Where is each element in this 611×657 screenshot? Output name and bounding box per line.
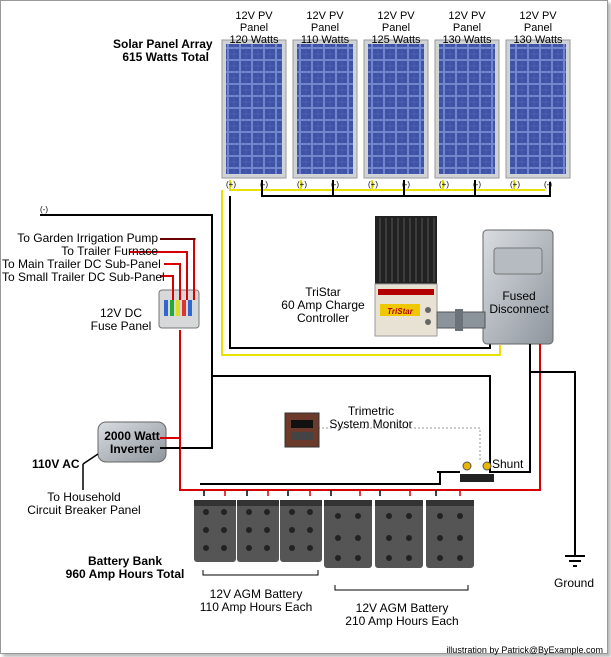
shunt-label: Shunt (492, 457, 524, 471)
battery-210ah (324, 500, 372, 568)
battery-group-brackets (202, 570, 469, 591)
circuit-label: To Small Trailer DC Sub-Panel (2, 270, 165, 284)
circuit-label: To Garden Irrigation Pump (17, 231, 158, 245)
battery-210ah (375, 500, 423, 568)
battery-110ah (194, 500, 236, 562)
terminal-pos: (+) (226, 180, 236, 189)
negative-marker: (-) (40, 205, 48, 214)
circuit-label: To Trailer Furnace (61, 244, 158, 258)
fused-disconnect (436, 229, 554, 345)
ground-label: Ground (554, 576, 595, 590)
battery-110ah (237, 500, 279, 562)
solar-panel (505, 39, 571, 179)
inverter (82, 421, 180, 490)
terminal-neg: (-) (544, 180, 552, 189)
ground-symbol (565, 555, 585, 567)
terminal-neg: (-) (331, 180, 339, 189)
terminal-pos: (+) (368, 180, 378, 189)
terminal-neg: (-) (260, 180, 268, 189)
terminal-pos: (+) (439, 180, 449, 189)
ac-output-label: 110V AC (32, 457, 80, 471)
shunt (460, 461, 494, 482)
charge-controller: TriStar (374, 216, 438, 337)
trimetric-monitor (284, 412, 320, 448)
controller-brand: TriStar (387, 307, 414, 316)
battery-110ah (280, 500, 322, 562)
terminal-pos: (+) (510, 180, 520, 189)
circuit-feeds (40, 214, 213, 449)
solar-panel (292, 39, 358, 179)
solar-panel-array (221, 39, 571, 179)
solar-panel (363, 39, 429, 179)
terminal-neg: (-) (402, 180, 410, 189)
credit-text: illustration by Patrick@ByExample.com (446, 645, 603, 655)
battery-210ah (426, 500, 474, 568)
terminal-pos: (+) (297, 180, 307, 189)
terminal-neg: (-) (473, 180, 481, 189)
battery-jumpers (203, 490, 461, 496)
solar-panel (434, 39, 500, 179)
solar-panel (221, 39, 287, 179)
circuit-label: To Main Trailer DC Sub-Panel (2, 257, 161, 271)
battery-bank (194, 500, 474, 568)
